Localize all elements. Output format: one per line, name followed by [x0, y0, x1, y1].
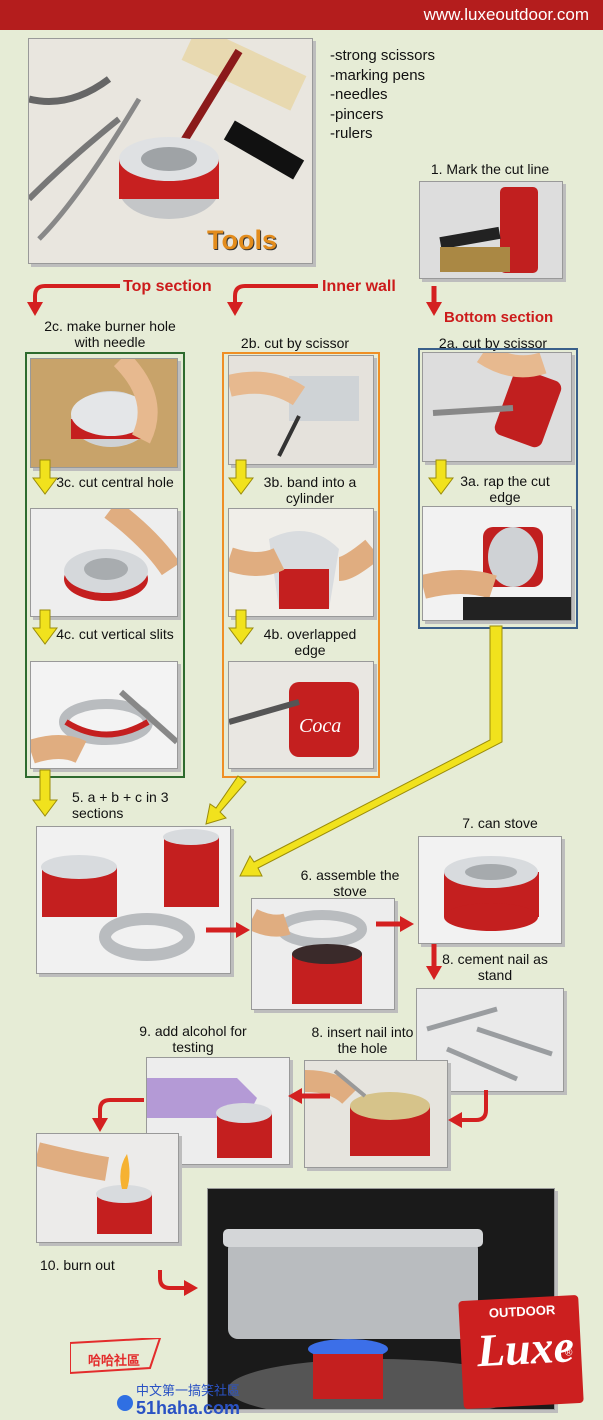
- step-5-caption: 5. a + b + c in 3 sections: [72, 789, 169, 821]
- step-2a-photo: [422, 352, 572, 462]
- tool-item: -strong scissors: [330, 47, 436, 64]
- section-top-label: Top section: [123, 278, 212, 295]
- step-8b-photo: [304, 1060, 448, 1168]
- arrow-head: [288, 1088, 302, 1104]
- step-7-caption: 7. can stove: [462, 815, 538, 831]
- arrow-head: [184, 1280, 198, 1296]
- luxe-logo: OUTDOOR Luxe ®: [458, 1294, 584, 1410]
- step-2b-caption: 2b. cut by scissor: [240, 335, 350, 351]
- step-3c-caption: 3c. cut central hole: [56, 474, 174, 490]
- step-2a-caption: 2a. cut by scissor: [438, 335, 548, 351]
- step-1-caption: 1. Mark the cut line: [430, 161, 550, 177]
- step-9-caption: 9. add alcohol for testing: [139, 1023, 247, 1055]
- step-3a-caption: 3a. rap the cut edge: [460, 473, 550, 505]
- step-4c-photo: [30, 661, 178, 769]
- arrow-head: [92, 1118, 108, 1132]
- header-bar: www.luxeoutdoor.com: [0, 0, 603, 30]
- step-4b-caption: 4b. overlapped edge: [263, 626, 357, 658]
- tools-list: -strong scissors -marking pens -needles …: [330, 46, 435, 144]
- step-1-photo: [419, 181, 563, 279]
- step-2b-photo: [228, 355, 374, 465]
- logo-tag: OUTDOOR: [488, 1302, 556, 1321]
- watermark-stamp: 哈哈社區: [88, 1353, 141, 1368]
- arrow-head: [227, 302, 243, 316]
- tool-item: -needles: [330, 86, 388, 103]
- step-7-photo: [418, 836, 562, 944]
- step-8b-caption: 8. insert nail into the hole: [311, 1024, 414, 1056]
- watermark-site[interactable]: 51haha.com: [136, 1398, 241, 1418]
- step-5-photo: [36, 826, 231, 974]
- arrow-head: [27, 302, 43, 316]
- step-3b-caption: 3b. band into a cylinder: [263, 474, 357, 506]
- tools-photo: Tools: [28, 38, 313, 264]
- step-4b-photo: Coca: [228, 661, 374, 769]
- step-6-caption: 6. assemble the stove: [300, 867, 400, 899]
- arrow-yellow: [205, 775, 247, 825]
- step-9-photo: [146, 1057, 290, 1165]
- arrow-head: [400, 916, 414, 932]
- svg-text:Coca: Coca: [299, 715, 341, 737]
- tool-item: -pincers: [330, 105, 384, 123]
- arrow-head: [236, 922, 250, 938]
- watermark: 哈哈社區 中文第一搞笑社區 51haha.com: [70, 1338, 270, 1420]
- tool-item: -marking pens: [330, 66, 426, 84]
- section-bottom-label: Bottom section: [444, 309, 554, 326]
- top-section-frame: [25, 352, 185, 778]
- watermark-cn: 中文第一搞笑社區: [136, 1383, 241, 1398]
- site-url[interactable]: www.luxeoutdoor.com: [423, 5, 589, 24]
- step-3a-photo: [422, 506, 572, 621]
- step-2c-caption: 2c. make burner hole with needle: [44, 318, 176, 350]
- step-2c-photo: [30, 358, 178, 468]
- step-10-caption: 10. burn out: [40, 1257, 115, 1273]
- step-3c-photo: [30, 508, 178, 617]
- logo-reg: ®: [564, 1347, 573, 1359]
- logo-brand: Luxe: [475, 1320, 576, 1377]
- step-8a-caption: 8. cement nail as stand: [442, 951, 548, 983]
- step-3b-photo: [228, 508, 374, 617]
- tools-title: Tools: [207, 225, 277, 255]
- arrow-head: [426, 302, 442, 316]
- section-inner-label: Inner wall: [322, 278, 396, 295]
- arrow-head: [448, 1112, 462, 1128]
- tool-item: -rulers: [330, 125, 373, 142]
- step-4c-caption: 4c. cut vertical slits: [56, 626, 174, 642]
- step-6-photo: [251, 898, 395, 1010]
- step-10-photo: [36, 1133, 179, 1243]
